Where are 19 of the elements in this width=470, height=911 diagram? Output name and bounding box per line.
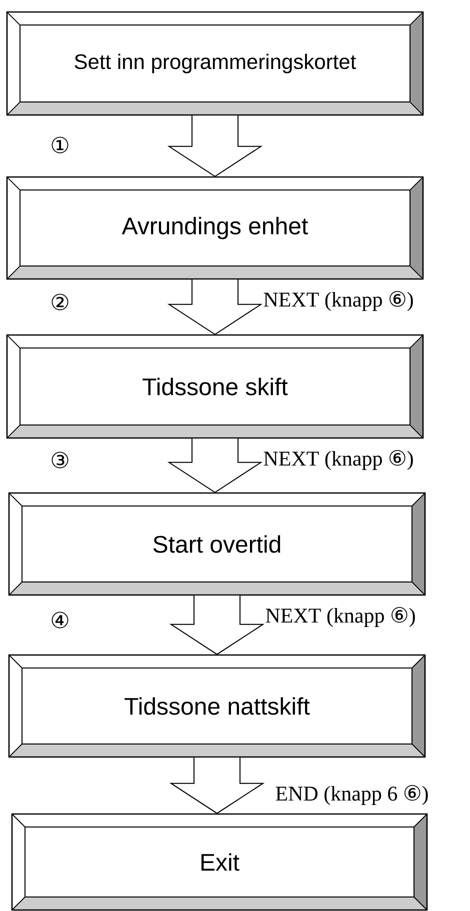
block-arrow [167,115,263,177]
block-arrow [167,279,263,335]
block-arrow [169,595,265,655]
process-box: Avrundings enhet [6,176,424,280]
step-number: ④ [52,612,68,628]
process-box: Exit [11,813,428,911]
process-box: Tidssone nattskift [8,654,426,758]
step-number: ③ [52,452,68,468]
process-box: Tidssone skift [6,334,424,439]
process-box: Start overtid [8,492,426,596]
edge-label: NEXT (knapp ⑥) [262,290,415,312]
edge-label: NEXT (knapp ⑥) [262,449,415,471]
process-box: Sett inn programmeringskortet [6,11,424,116]
step-number: ② [52,294,68,310]
step-number: ① [52,136,68,154]
edge-label: NEXT (knapp ⑥) [264,606,417,628]
block-arrow [167,438,263,493]
block-arrow [169,757,265,814]
edge-label: END (knapp 6 ⑥) [274,784,430,806]
